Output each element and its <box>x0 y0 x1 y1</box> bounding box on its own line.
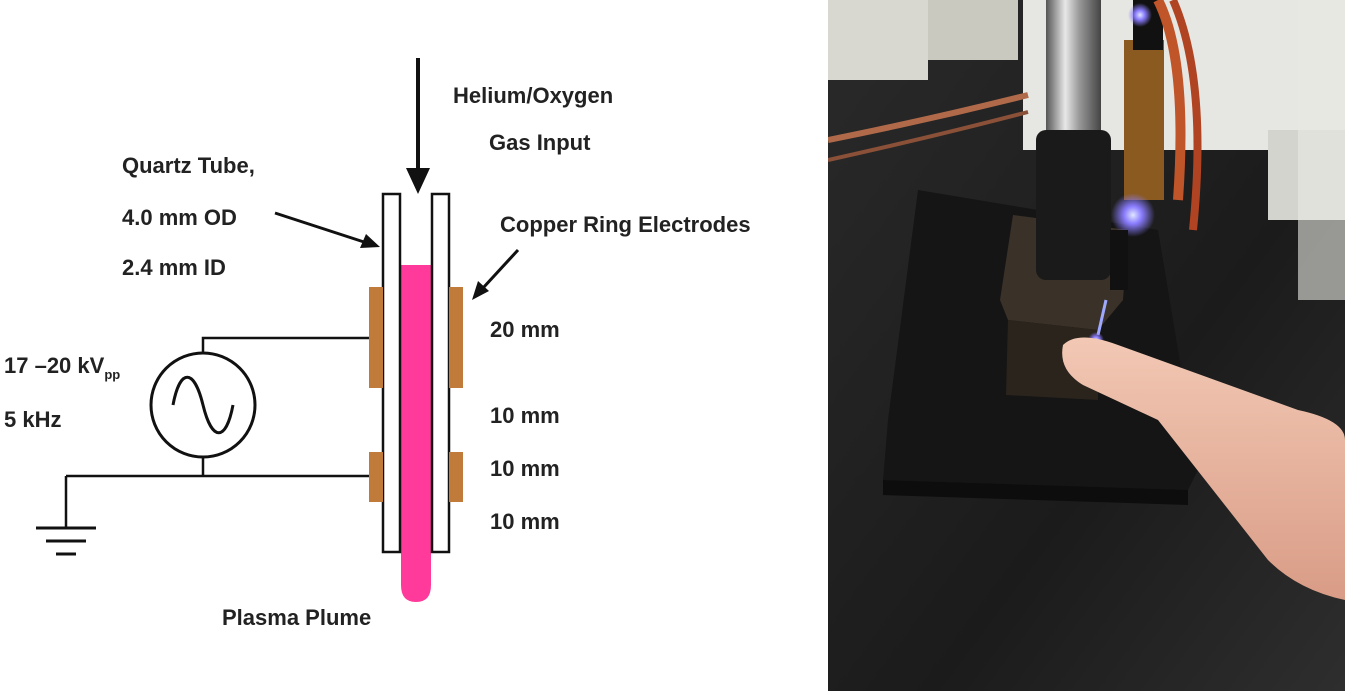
tube-label-line1: Quartz Tube, <box>122 153 255 178</box>
jet-body <box>1124 40 1164 200</box>
dimension-label-4: 10 mm <box>490 509 560 534</box>
gas-label-line1: Helium/Oxygen <box>453 83 613 108</box>
quartz-tube-left-wall <box>381 192 402 554</box>
electrode-label: Copper Ring Electrodes <box>500 212 751 237</box>
electrode-pointer-arrow <box>472 248 520 300</box>
voltage-label: 17 –20 kVpp <box>4 353 120 382</box>
voltage-subscript: pp <box>104 367 120 382</box>
electrode-upper-right <box>449 287 463 388</box>
quartz-tube-right-wall <box>430 192 451 554</box>
dimension-label-2: 10 mm <box>490 403 560 428</box>
tube-label-line3: 2.4 mm ID <box>122 255 226 280</box>
gas-input-arrow <box>406 58 430 194</box>
electrode-lower-right <box>449 452 463 502</box>
gas-label-line2: Gas Input <box>489 130 591 155</box>
tube-label-line2: 4.0 mm OD <box>122 205 237 230</box>
plasma-jet-photo <box>828 0 1345 691</box>
plasma-jet-schematic: Helium/Oxygen Gas Input Quartz Tube, 4.0… <box>4 58 751 630</box>
frequency-label: 5 kHz <box>4 407 61 432</box>
dimension-label-3: 10 mm <box>490 456 560 481</box>
voltage-value: 17 –20 kV <box>4 353 105 378</box>
dimension-label-1: 20 mm <box>490 317 560 342</box>
circuit-wires <box>64 336 369 528</box>
plume-label: Plasma Plume <box>222 605 371 630</box>
ground-icon <box>36 526 96 556</box>
plasma-plume <box>401 265 431 602</box>
finger <box>1062 337 1345 600</box>
support-rod <box>1046 0 1101 140</box>
electrode-upper-left <box>369 287 383 388</box>
electrode-lower-left <box>369 452 383 502</box>
tube-pointer-arrow <box>274 211 380 248</box>
ac-source-icon <box>149 351 257 459</box>
